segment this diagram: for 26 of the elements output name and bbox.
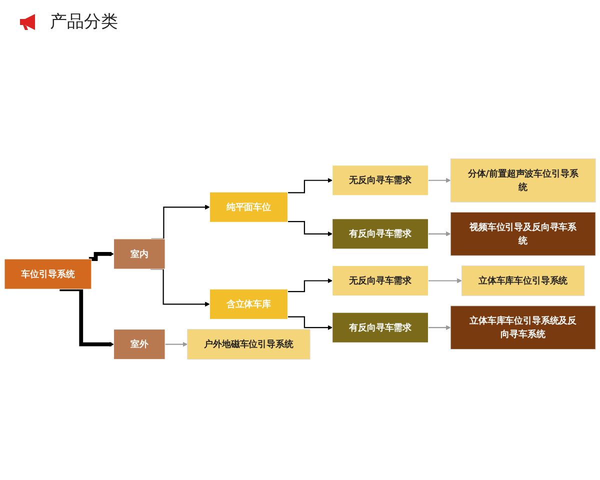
- node-box: 有反向寻车需求: [332, 312, 429, 343]
- arrow: [428, 178, 451, 183]
- arrow: [428, 325, 451, 330]
- arrow: [288, 316, 333, 330]
- arrow: [288, 278, 333, 292]
- node-box: 无反向寻车需求: [332, 165, 429, 196]
- arrow: [88, 252, 114, 261]
- node-box: 含立体车库: [209, 288, 288, 320]
- node-box: 户外地磁车位引导系统: [187, 328, 310, 360]
- arrow: [60, 287, 114, 347]
- node-box: 纯平面车位: [209, 192, 288, 222]
- arrow: [165, 342, 188, 347]
- node-box: 无反向寻车需求: [332, 265, 429, 296]
- node-box: 车位引导系统: [4, 258, 92, 290]
- arrow: [428, 231, 451, 236]
- node-box: 视频车位引导及反向寻车系统: [450, 212, 596, 256]
- node-box: 分体/前置超声波车位引导系统: [450, 158, 596, 202]
- node-box: 立体车库车位引导系统: [461, 265, 585, 296]
- arrow: [288, 178, 333, 194]
- arrow: [428, 278, 462, 284]
- node-box: 室外: [113, 328, 166, 360]
- node-box: 有反向寻车需求: [332, 218, 429, 250]
- node-box: 室内: [113, 238, 166, 270]
- title: 产品分类: [50, 11, 118, 33]
- node-box: 立体车库车位引导系统及反向寻车系统: [450, 306, 596, 350]
- arrow: [288, 221, 333, 236]
